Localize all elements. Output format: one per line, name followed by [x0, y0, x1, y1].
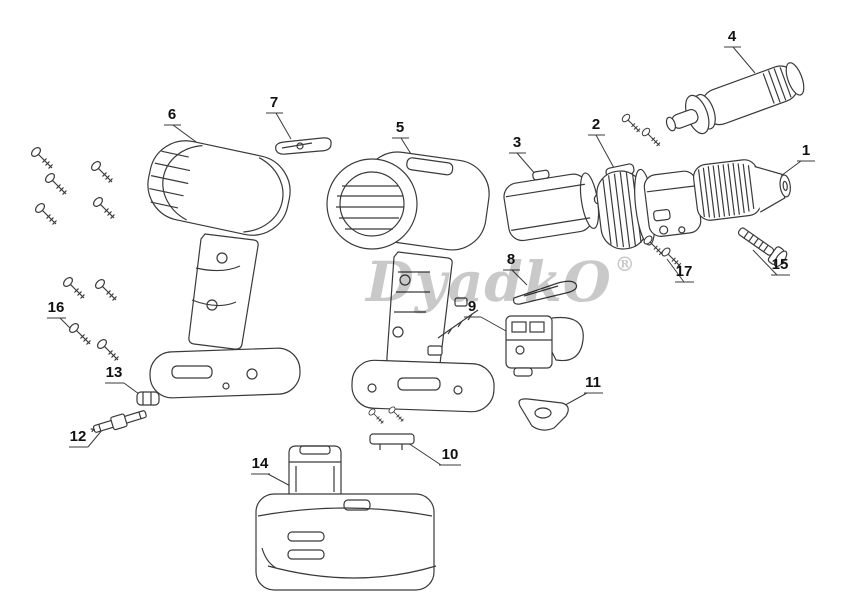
part-3-motor — [503, 169, 605, 242]
part-label-2: 2 — [591, 116, 601, 133]
part-5-right-housing — [326, 151, 495, 413]
part-label-5: 5 — [395, 119, 405, 136]
part-10-bracket-screws — [367, 405, 415, 450]
part-15-bolt — [737, 227, 788, 268]
part-label-8: 8 — [506, 251, 516, 268]
part-7-belt-clip — [275, 137, 332, 155]
part-label-13: 13 — [105, 364, 123, 381]
part-label-10: 10 — [441, 446, 459, 463]
part-label-7: 7 — [269, 94, 279, 111]
part-4-spindle-sleeve — [665, 62, 805, 135]
part-label-12: 12 — [69, 428, 87, 445]
part-label-6: 6 — [167, 106, 177, 123]
part-9-switch-block — [505, 315, 584, 377]
part-13-bit-clip — [136, 391, 160, 406]
part-label-15: 15 — [771, 256, 789, 273]
part-16-housing-screws — [29, 145, 120, 362]
part-8-trigger-lever — [513, 280, 578, 305]
part-14-battery-pack — [255, 445, 437, 591]
part-label-14: 14 — [251, 455, 269, 472]
part-label-4: 4 — [727, 28, 737, 45]
part-17-screws — [641, 233, 682, 268]
part-11-lock-plate — [518, 398, 569, 431]
part-label-1: 1 — [801, 142, 811, 159]
part-label-17: 17 — [675, 263, 693, 280]
part-label-9: 9 — [467, 298, 477, 315]
part-12-screwdriver-bit — [90, 410, 147, 433]
part-label-16: 16 — [47, 299, 65, 316]
part-1-chuck-assembly — [596, 159, 791, 250]
part-label-3: 3 — [512, 134, 522, 151]
part-label-11: 11 — [585, 374, 601, 391]
part-6-left-housing — [147, 140, 301, 399]
